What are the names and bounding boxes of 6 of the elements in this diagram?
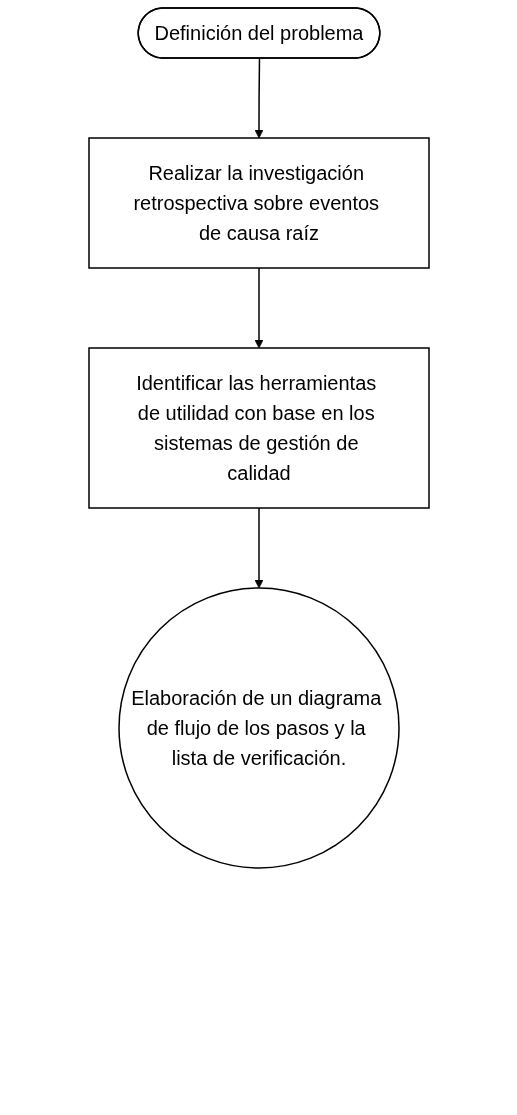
- arrow: [254, 267, 263, 349]
- node-box: [87, 347, 430, 509]
- node-circle: [117, 587, 400, 869]
- arrow: [254, 507, 263, 589]
- arrow: [254, 57, 263, 139]
- node-box: [87, 137, 430, 269]
